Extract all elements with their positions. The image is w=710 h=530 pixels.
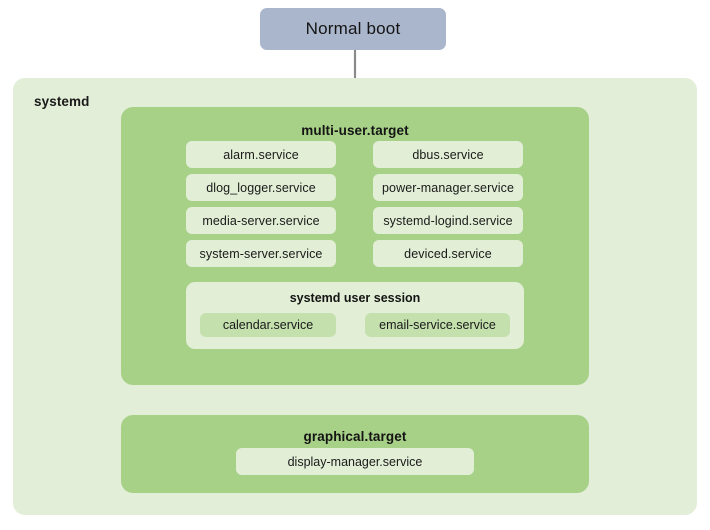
systemd-panel-label: systemd [34,94,90,109]
session-service-chip[interactable]: calendar.service [200,313,336,337]
session-service-chip[interactable]: email-service.service [365,313,510,337]
service-chip[interactable]: power-manager.service [373,174,523,201]
service-chip[interactable]: dlog_logger.service [186,174,336,201]
normal-boot-node[interactable]: Normal boot [260,8,446,50]
multi-user-target-panel[interactable]: multi-user.target alarm.service dlog_log… [121,107,589,385]
service-chip[interactable]: system-server.service [186,240,336,267]
graphical-target-panel[interactable]: graphical.target display-manager.service [121,415,589,493]
service-chip[interactable]: media-server.service [186,207,336,234]
systemd-user-session-box[interactable]: systemd user session calendar.service em… [186,282,524,349]
systemd-user-session-title: systemd user session [289,291,421,305]
graphical-target-title: graphical.target [303,429,407,444]
multi-user-target-title: multi-user.target [301,123,409,138]
service-chip[interactable]: systemd-logind.service [373,207,523,234]
service-chip[interactable]: deviced.service [373,240,523,267]
service-chip[interactable]: display-manager.service [236,448,474,475]
service-chip[interactable]: alarm.service [186,141,336,168]
service-chip[interactable]: dbus.service [373,141,523,168]
normal-boot-label: Normal boot [305,19,401,38]
